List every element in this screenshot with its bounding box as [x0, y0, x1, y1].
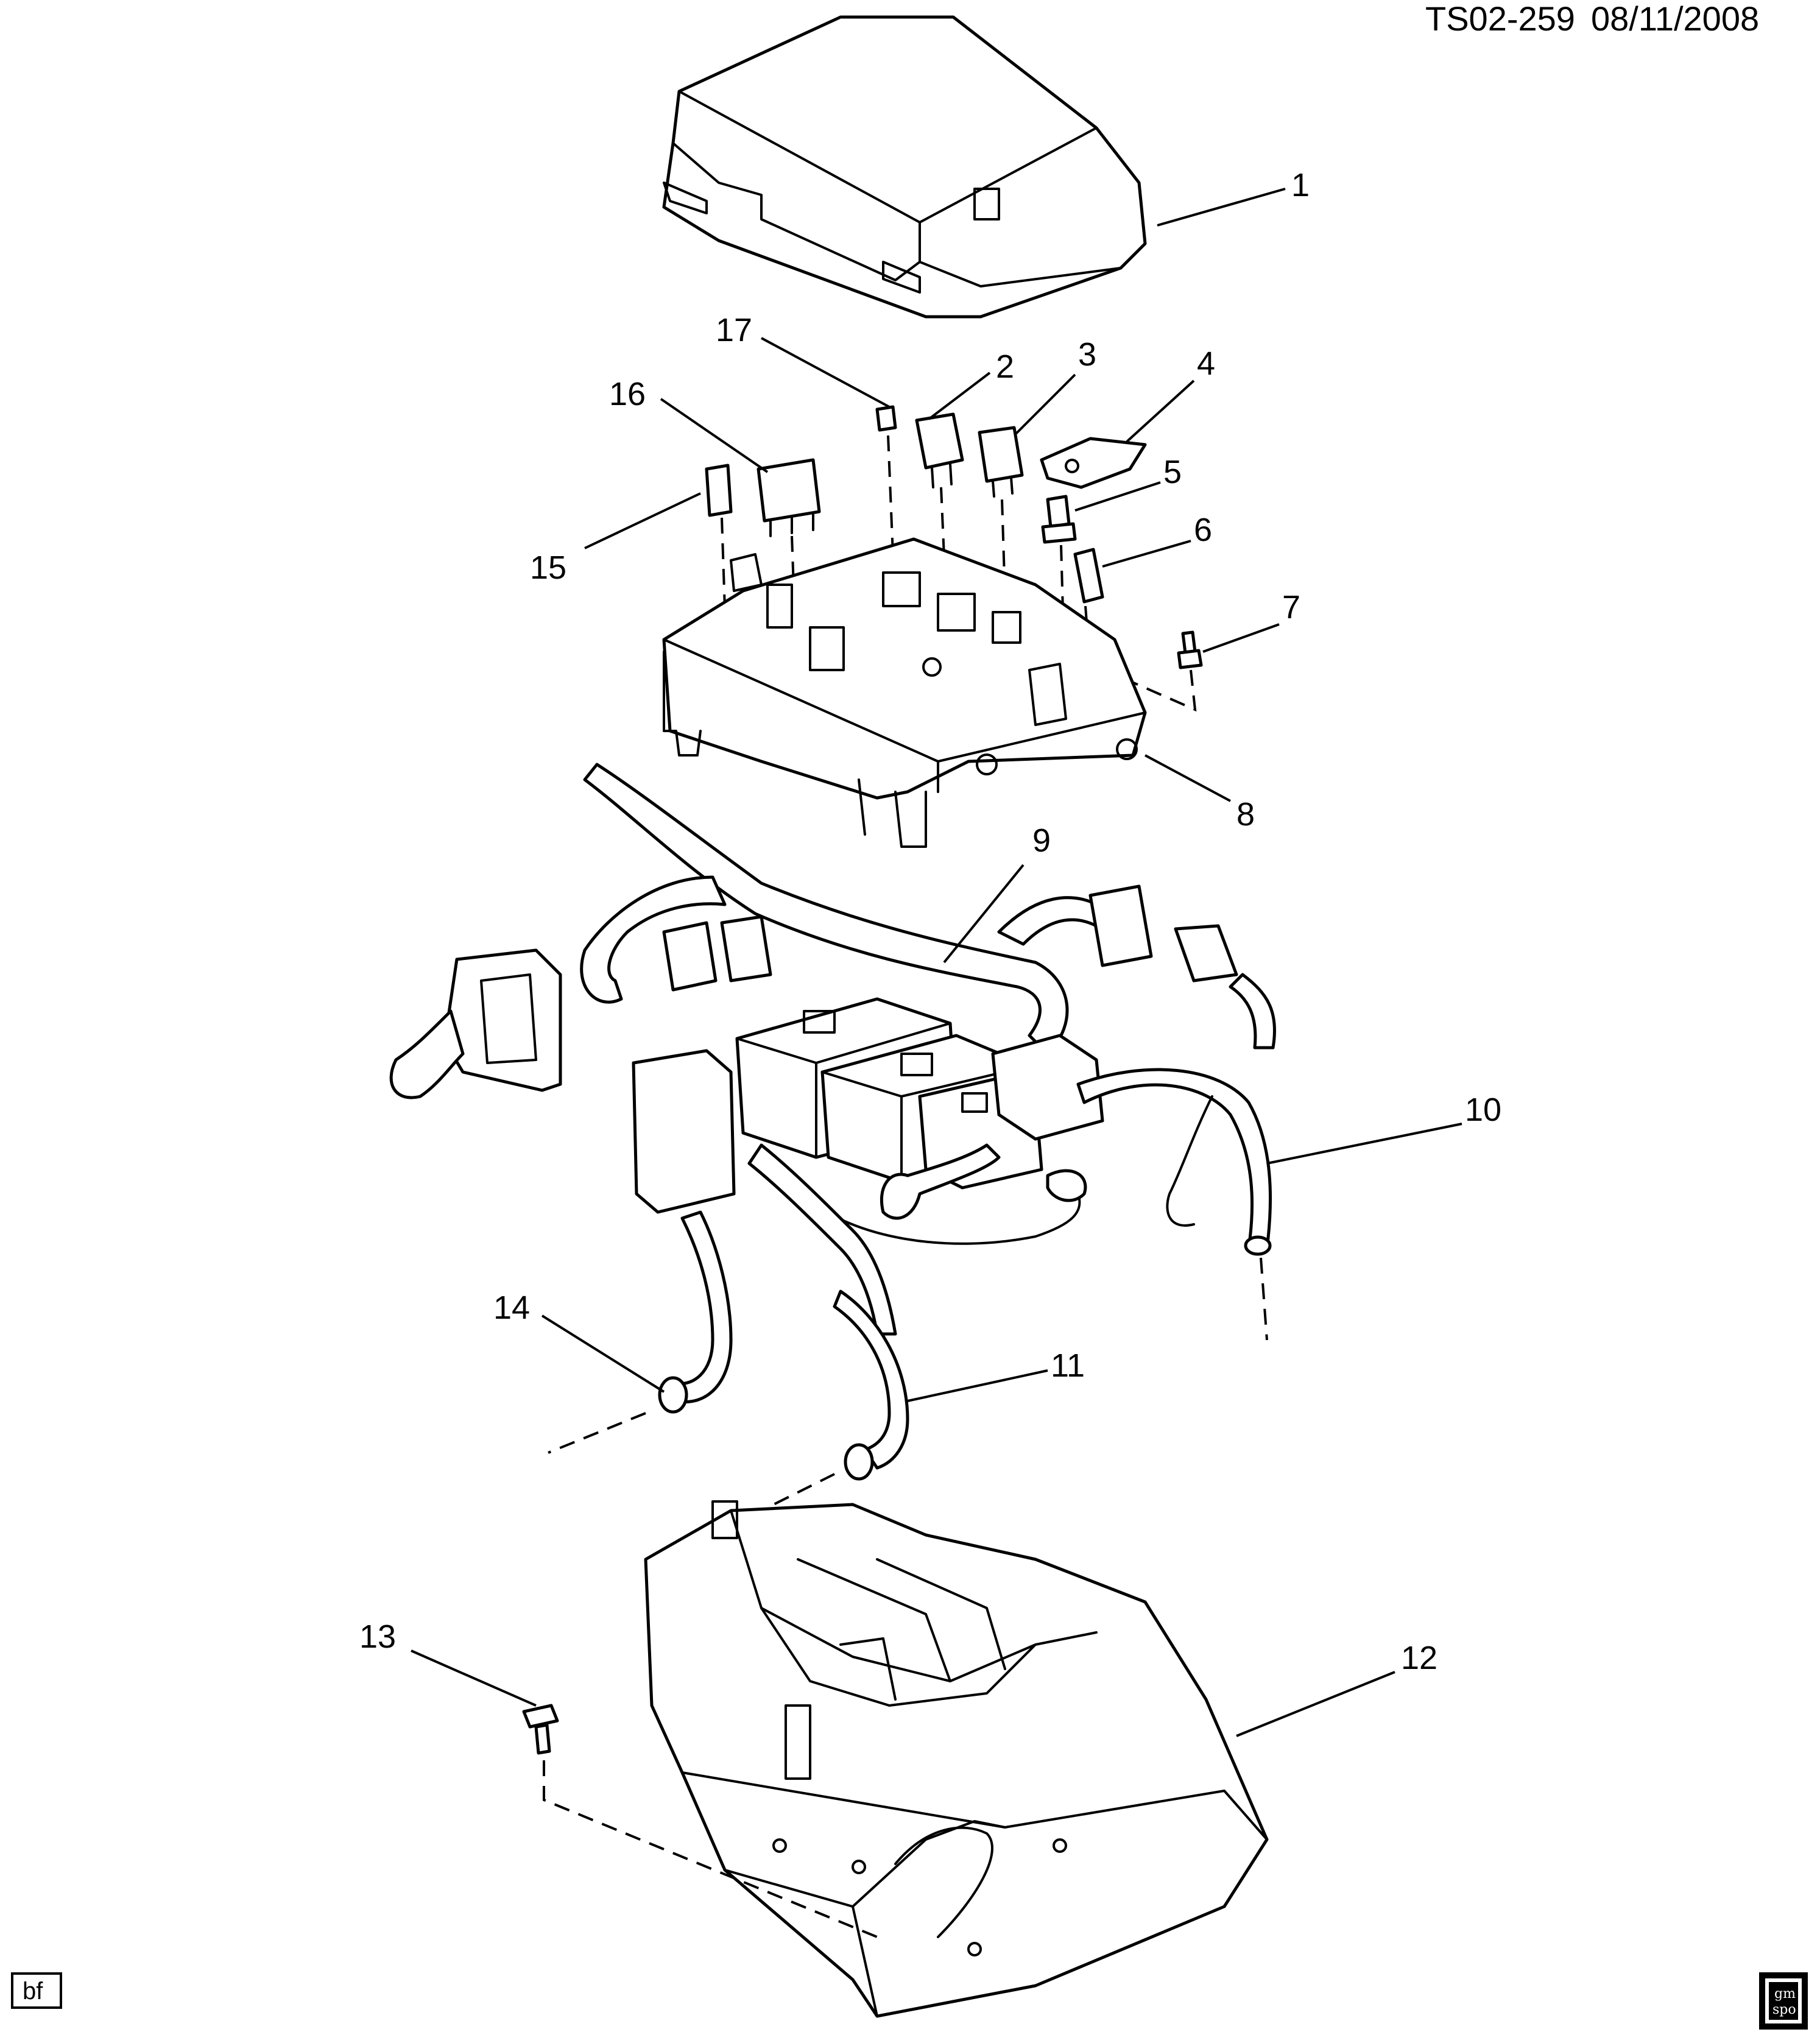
callout-1: 1	[1291, 167, 1310, 203]
part-cover	[662, 15, 1147, 319]
part-harness-branch-14	[548, 1210, 733, 1454]
callout-6: 6	[1194, 512, 1212, 548]
gm-spo-logo: gm spo	[1759, 1972, 1808, 2030]
callout-17: 17	[716, 312, 752, 348]
part-fuse-15	[705, 464, 733, 610]
part-harness-branch-11	[773, 1289, 909, 1506]
drawing-id: TS02-259	[1425, 0, 1575, 38]
callout-13: 13	[359, 1618, 396, 1655]
part-harness-end-10	[1244, 1235, 1272, 1341]
callout-4: 4	[1197, 345, 1215, 382]
part-mini-fuse	[875, 405, 897, 585]
leader-lines	[411, 188, 1462, 1737]
part-wiring-harness	[389, 763, 1277, 1336]
author-badge: bf	[11, 1972, 62, 2009]
part-relay-16	[757, 458, 821, 622]
svg-text:spo: spo	[1772, 2002, 1796, 2017]
drawing-date: 08/11/2008	[1591, 0, 1759, 38]
callout-8: 8	[1236, 796, 1255, 833]
callout-5: 5	[1163, 454, 1182, 490]
svg-text:gm: gm	[1774, 1986, 1796, 2002]
part-lower-housing	[644, 1500, 1269, 2018]
callout-10: 10	[1465, 1092, 1501, 1128]
callout-16: 16	[609, 376, 646, 412]
part-bolt-13	[522, 1704, 878, 1938]
callout-12: 12	[1401, 1640, 1437, 1676]
callout-3: 3	[1078, 336, 1096, 373]
part-bus-terminal	[1040, 437, 1147, 489]
callout-15: 15	[530, 549, 566, 586]
svg-text:bf: bf	[23, 1978, 43, 2005]
callout-9: 9	[1032, 822, 1051, 859]
callout-11: 11	[1051, 1347, 1085, 1384]
callout-2: 2	[996, 348, 1014, 385]
callout-14: 14	[493, 1289, 530, 1326]
part-fuse-block	[662, 537, 1147, 848]
callout-7: 7	[1282, 589, 1300, 626]
